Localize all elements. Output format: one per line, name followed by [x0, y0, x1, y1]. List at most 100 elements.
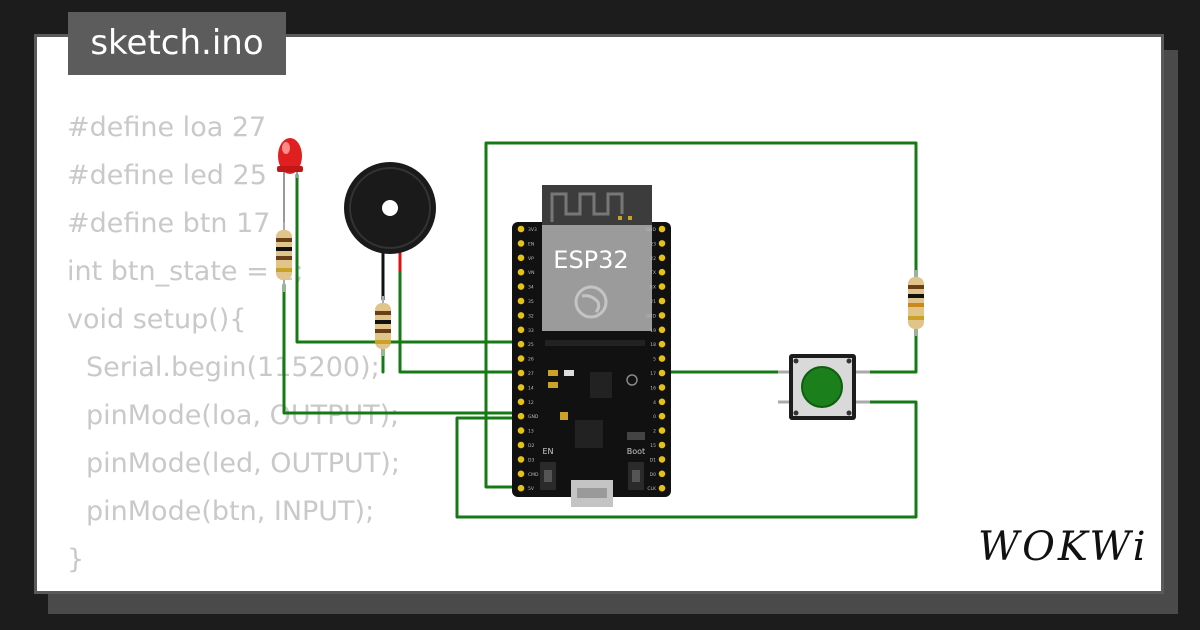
left-pin-label: 32 — [528, 313, 534, 319]
left-pin-pad[interactable] — [517, 369, 525, 377]
wire-pullup-to-button — [864, 326, 918, 374]
right-pin-label: TX — [649, 270, 656, 276]
left-pin-label: 33 — [528, 328, 534, 334]
right-pin-label: D0 — [650, 472, 656, 478]
right-pin-label: 19 — [650, 328, 656, 334]
code-line: } — [67, 544, 85, 575]
right-pin-pad[interactable] — [658, 412, 666, 420]
right-pin-pad[interactable] — [658, 225, 666, 233]
right-pin-pad[interactable] — [658, 297, 666, 305]
pullup-resistor — [908, 270, 924, 336]
left-pin-label: 12 — [528, 400, 534, 406]
left-pin-label: EN — [528, 241, 534, 247]
sketch-filename-tab[interactable]: sketch.ino — [68, 12, 286, 75]
left-pin-label: VP — [528, 256, 534, 262]
left-pin-pad[interactable] — [517, 456, 525, 463]
left-pin-pad[interactable] — [517, 326, 525, 334]
right-pin-pad[interactable] — [658, 254, 666, 262]
left-pin-label: D3 — [528, 457, 534, 463]
right-pin-pad[interactable] — [658, 326, 666, 334]
left-pin-pad[interactable] — [517, 240, 525, 247]
left-pin-pad[interactable] — [517, 398, 525, 406]
right-pin-pad[interactable] — [658, 384, 666, 391]
chip-label: ESP32 — [553, 246, 628, 274]
wire-buzzer-to-pin27 — [398, 266, 523, 374]
left-pin-label: 5V — [528, 486, 535, 492]
button-cap[interactable] — [802, 367, 842, 407]
right-pin-pad[interactable] — [658, 369, 666, 377]
right-pin-label: 5 — [653, 357, 656, 363]
right-pin-pad[interactable] — [658, 427, 666, 434]
right-pin-pad[interactable] — [658, 441, 666, 449]
brand-name: WOKWi — [978, 524, 1149, 570]
right-pin-pad[interactable] — [658, 484, 666, 492]
push-button[interactable] — [778, 354, 870, 420]
right-pin-label: D1 — [650, 457, 656, 463]
code-line: pinMode(loa, OUTPUT); — [86, 400, 400, 431]
left-pin-pad[interactable] — [517, 283, 525, 290]
left-pin-pad[interactable] — [517, 470, 525, 478]
left-pin-pad[interactable] — [517, 355, 525, 362]
code-line: void setup(){ — [67, 304, 247, 335]
code-line: Serial.begin(115200); — [86, 352, 380, 383]
left-pin-pad[interactable] — [517, 312, 525, 319]
esp32-board[interactable]: ESP32 EN Boot 3V3ENVPVN34353233252627141… — [512, 185, 671, 507]
right-pin-pad[interactable] — [658, 355, 666, 362]
en-label: EN — [542, 447, 553, 456]
left-pin-pad[interactable] — [517, 254, 525, 262]
right-pin-label: 17 — [650, 371, 656, 377]
right-pin-label: 22 — [650, 256, 656, 262]
right-pin-label: GND — [646, 227, 657, 233]
wire-led-to-pin25 — [295, 173, 523, 344]
right-pin-pad[interactable] — [658, 398, 666, 406]
left-pin-label: 27 — [528, 371, 534, 377]
right-pin-label: 16 — [650, 385, 656, 391]
left-pin-header: 3V3ENVPVN343532332526271412GND13D2D3CMD5… — [517, 225, 539, 492]
right-pin-label: 21 — [650, 299, 656, 305]
left-pin-pad[interactable] — [517, 225, 525, 233]
right-pin-label: 2 — [653, 429, 656, 435]
left-pin-pad[interactable] — [517, 297, 525, 305]
right-pin-label: 23 — [650, 241, 656, 247]
right-pin-label: RX — [650, 285, 656, 291]
code-line: #define btn 17 — [67, 208, 271, 239]
left-pin-label: 35 — [528, 299, 534, 305]
right-pin-label: 0 — [653, 414, 656, 420]
left-pin-pad[interactable] — [517, 484, 525, 492]
right-pin-pad[interactable] — [658, 470, 666, 478]
right-pin-pad[interactable] — [658, 340, 666, 348]
left-pin-pad[interactable] — [517, 412, 525, 420]
espressif-logo-icon — [574, 285, 608, 319]
led-resistor — [276, 222, 292, 292]
right-pin-pad[interactable] — [658, 456, 666, 463]
left-pin-label: 25 — [528, 342, 534, 348]
right-pin-label: 18 — [650, 342, 656, 348]
right-pin-pad[interactable] — [658, 312, 666, 319]
wire-led-resistor-to-gnd — [282, 283, 523, 415]
right-pin-pad[interactable] — [658, 268, 666, 276]
left-pin-pad[interactable] — [517, 268, 525, 276]
buzzer-resistor — [375, 296, 391, 356]
code-line: int btn_state = 1; — [67, 256, 304, 287]
led-component[interactable] — [277, 138, 303, 228]
buzzer-component[interactable] — [344, 162, 436, 300]
left-pin-pad[interactable] — [517, 384, 525, 391]
code-line: pinMode(btn, INPUT); — [86, 496, 375, 527]
right-pin-label: CLK — [647, 486, 657, 492]
left-pin-pad[interactable] — [517, 427, 525, 434]
left-pin-label: D2 — [528, 443, 534, 449]
wire-bottom-loop — [455, 400, 918, 519]
code-line: #define led 25 — [67, 160, 267, 191]
right-pin-pad[interactable] — [658, 283, 666, 290]
wire-top-loop — [484, 141, 918, 489]
left-pin-pad[interactable] — [517, 340, 525, 348]
code-line: #define loa 27 — [67, 112, 267, 143]
boot-label: Boot — [627, 447, 645, 456]
right-pin-label: GND — [646, 313, 657, 319]
right-pin-pad[interactable] — [658, 240, 666, 247]
left-pin-pad[interactable] — [517, 441, 525, 449]
left-pin-label: VN — [528, 270, 534, 276]
wokwi-logo[interactable]: WOKWi — [978, 524, 1148, 580]
